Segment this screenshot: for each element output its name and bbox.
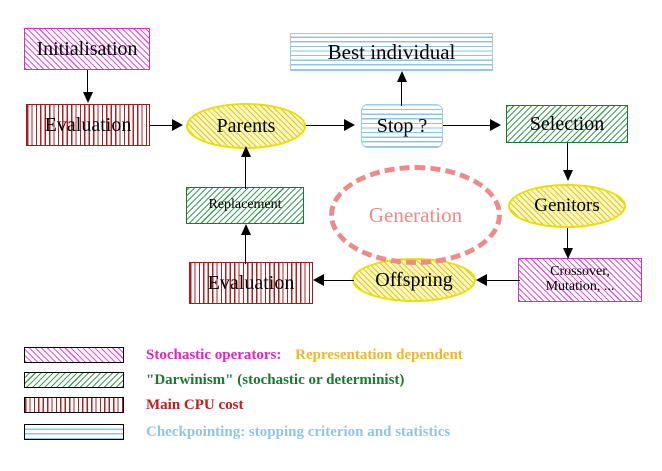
node-evaluation-top[interactable]: Evaluation xyxy=(26,104,150,146)
node-selection[interactable]: Selection xyxy=(506,105,628,143)
edge-replacement-parents-arrow xyxy=(240,146,251,157)
edge-parents-stop-arrow xyxy=(344,119,355,131)
node-stop-label: Stop ? xyxy=(376,114,428,137)
node-evaluation-bottom-label: Evaluation xyxy=(207,271,295,294)
edge-stop-selection-line xyxy=(443,125,491,127)
edge-evaluation-replacement-arrow xyxy=(240,224,251,235)
node-evaluation-top-label: Evaluation xyxy=(44,113,132,136)
edge-initialisation-evaluation-line xyxy=(87,70,89,96)
legend-text-stochastic: Stochastic operators: Representation dep… xyxy=(146,347,463,364)
edge-offspring-evaluation-line xyxy=(322,280,354,282)
edge-stop-best-arrow xyxy=(396,71,407,82)
edge-evaluation-parents-arrow xyxy=(172,119,183,131)
node-offspring-label: Offspring xyxy=(375,268,453,291)
legend-row-cpu-cost: Main CPU cost xyxy=(24,394,244,416)
node-generation-label: Generation xyxy=(368,202,463,227)
legend-text-cpu-cost: Main CPU cost xyxy=(146,396,244,413)
edge-crossover-offspring-arrow xyxy=(476,274,487,286)
edge-stop-best-line xyxy=(401,80,403,106)
edge-initialisation-evaluation-arrow xyxy=(82,92,93,103)
node-replacement[interactable]: Replacement xyxy=(186,187,304,224)
edge-genitors-crossover-line xyxy=(567,228,569,254)
node-best-individual[interactable]: Best individual xyxy=(290,33,493,71)
node-crossover-label-line2: Mutation, ... xyxy=(545,279,615,294)
edge-selection-genitors-arrow xyxy=(562,170,573,181)
node-parents-label: Parents xyxy=(216,114,276,137)
node-parents[interactable]: Parents xyxy=(186,103,306,149)
node-generation: Generation xyxy=(329,165,502,265)
edge-evaluation-parents-line xyxy=(150,125,176,127)
edge-crossover-offspring-line xyxy=(484,280,520,282)
node-genitors[interactable]: Genitors xyxy=(508,184,626,228)
legend-text-stochastic-secondary: Representation dependent xyxy=(295,346,463,363)
legend-text-stochastic-primary: Stochastic operators: xyxy=(146,346,282,363)
node-replacement-label: Replacement xyxy=(208,197,282,213)
node-initialisation[interactable]: Initialisation xyxy=(24,28,150,70)
node-offspring[interactable]: Offspring xyxy=(352,258,476,302)
edge-offspring-evaluation-arrow xyxy=(313,274,324,286)
legend-swatch-red-vertical xyxy=(24,397,124,413)
legend-text-darwinism: "Darwinism" (stochastic or determinist) xyxy=(146,371,405,388)
edge-evaluation-replacement-line xyxy=(245,232,247,264)
node-selection-label: Selection xyxy=(529,112,605,135)
legend-row-checkpointing: Checkpointing: stopping criterion and st… xyxy=(24,421,450,443)
node-best-individual-label: Best individual xyxy=(327,39,456,64)
edge-genitors-crossover-arrow xyxy=(562,248,573,259)
node-genitors-label: Genitors xyxy=(534,195,600,217)
legend-row-stochastic: Stochastic operators: Representation dep… xyxy=(24,344,463,366)
node-stop[interactable]: Stop ? xyxy=(361,104,443,148)
legend-swatch-blue-horizontal xyxy=(24,424,124,440)
edge-stop-selection-arrow xyxy=(490,119,501,131)
edge-replacement-parents-line xyxy=(245,155,247,189)
legend-swatch-magenta-diagonal xyxy=(24,347,124,363)
legend-text-checkpointing: Checkpointing: stopping criterion and st… xyxy=(146,423,451,440)
node-crossover-label-line1: Crossover, xyxy=(550,264,610,280)
node-crossover-mutation[interactable]: Crossover, Mutation, ... xyxy=(518,258,642,302)
node-evaluation-bottom[interactable]: Evaluation xyxy=(189,262,313,304)
legend-row-darwinism: "Darwinism" (stochastic or determinist) xyxy=(24,369,404,391)
legend-swatch-green-diagonal xyxy=(24,372,124,388)
edge-selection-genitors-line xyxy=(567,143,569,175)
node-initialisation-label: Initialisation xyxy=(36,37,138,60)
edge-parents-stop-line xyxy=(306,125,346,127)
